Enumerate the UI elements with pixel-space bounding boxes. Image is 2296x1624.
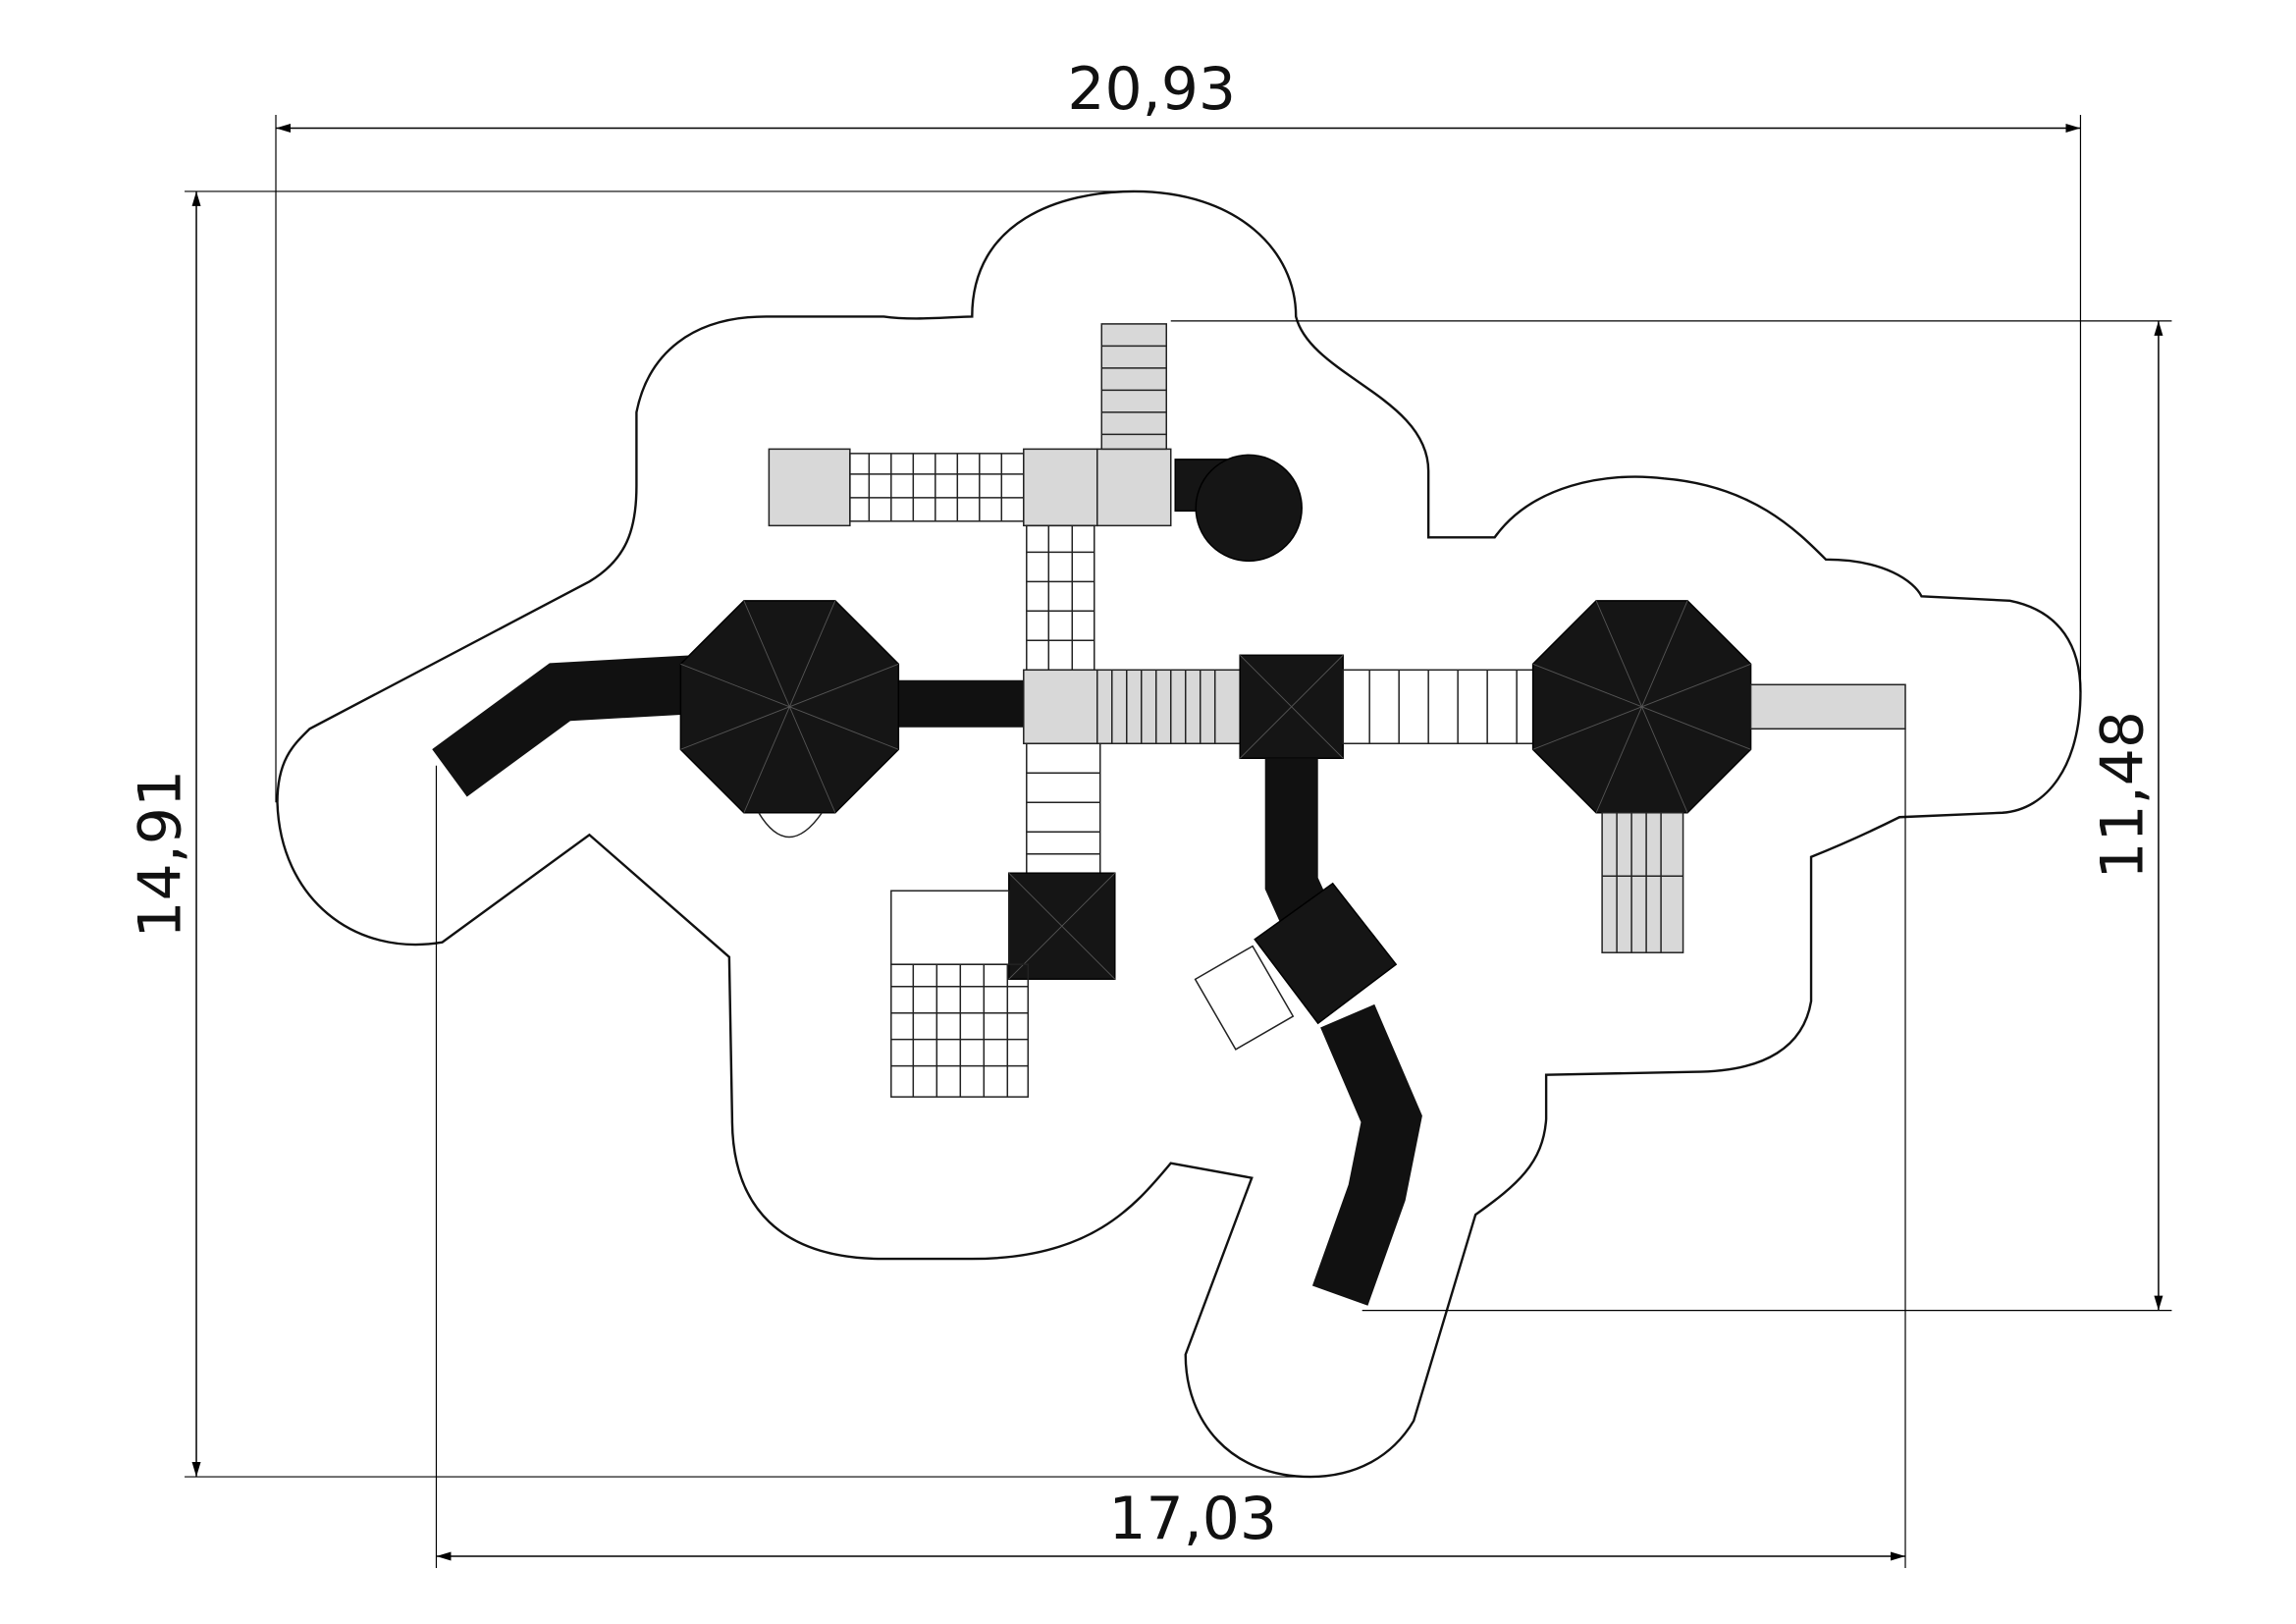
stairs-right: [1601, 812, 1684, 953]
tube-slide-center: [1311, 1003, 1422, 1306]
dimension-label-equipment-width: 17,03: [1108, 1485, 1277, 1553]
dimension-label-overall-width: 20,93: [1067, 55, 1236, 124]
spiral-slide: [1195, 454, 1303, 563]
steering-wheel: [758, 812, 823, 839]
tube-slide-left: [432, 655, 695, 797]
deck: [1096, 448, 1172, 527]
ladder-bridge-right: [1342, 669, 1540, 745]
play-structure: [432, 323, 1906, 1306]
straight-slide-right: [1749, 683, 1906, 731]
deck: [1023, 448, 1098, 527]
climbing-frame: [890, 890, 1010, 965]
square-roof-tilted: [1254, 882, 1398, 1025]
safety-zone-outline: [276, 189, 2082, 1479]
deck: [768, 448, 851, 527]
bridge-center: [1096, 669, 1241, 745]
dimension-label-overall-depth: 14,91: [127, 770, 195, 939]
deck: [1023, 669, 1098, 745]
extension-lines: [185, 114, 2172, 1569]
dimension-label-equipment-depth: 11,48: [2088, 711, 2157, 880]
stairs-tilted: [1194, 945, 1295, 1051]
net-bridge: [849, 453, 1025, 522]
climbing-net: [1026, 524, 1095, 672]
top-stairs: [1100, 323, 1167, 451]
